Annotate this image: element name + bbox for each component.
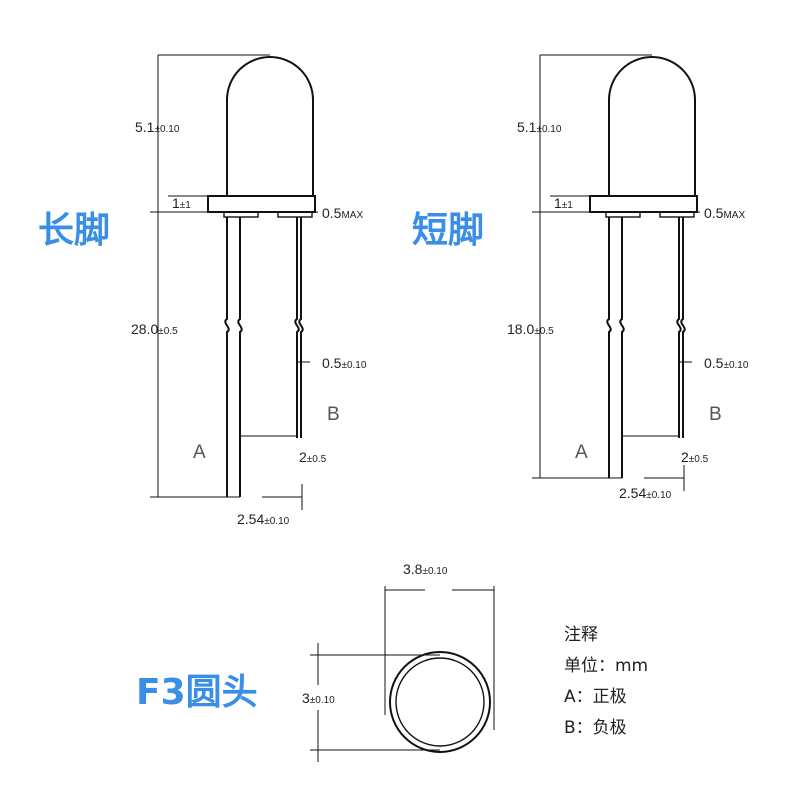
head-height-dim: 3±0.10	[302, 690, 335, 706]
short-leg-title: 短脚	[412, 210, 484, 251]
short-pin-a-label: A	[575, 442, 588, 463]
long-lead-dim: 0.5±0.10	[322, 355, 367, 371]
short-lead-dim: 0.5±0.10	[704, 355, 749, 371]
long-pin-b-label: B	[327, 404, 340, 425]
notes-unit: 单位：mm	[564, 656, 648, 676]
short-collar-dim: 0.5MAX	[704, 205, 745, 221]
long-leg-drawing: 长脚 5.1±0.10 1±1 0.5MAX 28.0±0.5 0.5±0.10…	[38, 54, 367, 527]
short-top-dim: 5.1±0.10	[517, 119, 562, 135]
short-length-dim: 18.0±0.5	[507, 321, 554, 337]
short-leg-drawing: 短脚 5.1±0.10 1±1 0.5MAX 18.0±0.5 0.5±0.10…	[412, 54, 749, 501]
short-pin-b-label: B	[709, 404, 722, 425]
collar-b	[277, 211, 313, 218]
long-top-dim: 5.1±0.10	[135, 119, 180, 135]
head-title: F3圆头	[136, 672, 258, 713]
led-dome	[608, 56, 696, 196]
short-flange-dim: 1±1	[554, 195, 573, 211]
notes-heading: 注释	[564, 625, 598, 645]
notes-pin-a: A：正极	[564, 687, 627, 707]
short-pitch-dim: 2.54±0.10	[619, 485, 672, 501]
long-offset-dim: 2±0.5	[299, 449, 327, 465]
led-flange	[589, 195, 698, 213]
lead-b	[294, 217, 304, 438]
lead-a	[224, 217, 243, 497]
notes: 注释 单位：mm A：正极 B：负极	[564, 625, 648, 738]
head-inner-circle	[395, 657, 485, 747]
short-offset-dim: 2±0.5	[681, 449, 709, 465]
round-head-drawing: F3圆头 3.8±0.10 3±0.10	[136, 561, 495, 762]
head-outer-circle	[389, 651, 491, 753]
lead-b	[676, 217, 686, 438]
long-length-dim: 28.0±0.5	[131, 321, 178, 337]
long-flange-dim: 1±1	[172, 195, 191, 211]
long-pitch-dim: 2.54±0.10	[237, 511, 290, 527]
led-flange	[207, 195, 316, 213]
long-pin-a-label: A	[193, 442, 206, 463]
notes-pin-b: B：负极	[564, 718, 627, 738]
head-diameter-dim: 3.8±0.10	[403, 561, 448, 577]
long-collar-dim: 0.5MAX	[322, 205, 363, 221]
led-dome	[226, 56, 314, 196]
long-leg-title: 长脚	[38, 210, 110, 251]
lead-a	[606, 217, 625, 478]
collar-b	[659, 211, 695, 218]
